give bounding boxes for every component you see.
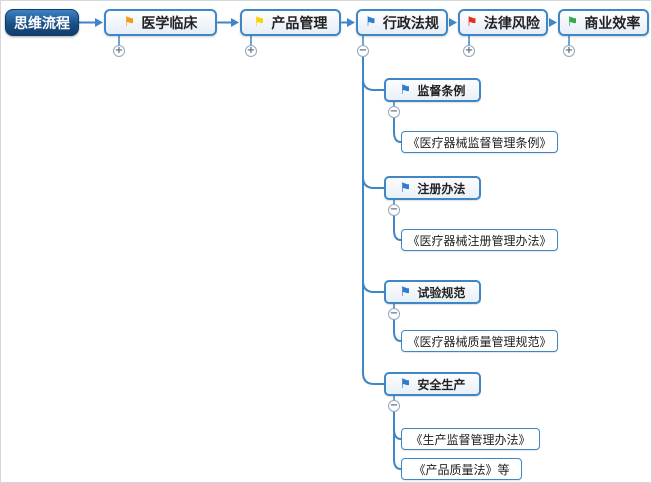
expander-supervision-regulations[interactable]: − [388, 106, 400, 118]
doc-label: 《产品质量法》等 [413, 462, 510, 477]
flag-icon: ⚑ [399, 180, 412, 196]
doc-node-quality-management[interactable]: 《医疗器械质量管理规范》 [401, 330, 558, 352]
doc-label: 《医疗器械注册管理办法》 [407, 233, 552, 248]
branch-label: 商业效率 [584, 15, 641, 32]
flag-icon: ⚑ [399, 82, 412, 98]
expander-administrative-regulations[interactable]: − [357, 45, 369, 57]
expander-trial-standards[interactable]: − [388, 308, 400, 320]
flag-icon: ⚑ [466, 15, 478, 30]
branch-label: 医学临床 [141, 15, 198, 32]
branch-label: 法律风险 [483, 15, 540, 32]
root-node[interactable]: 思维流程 [5, 9, 79, 36]
expander-medical-clinical[interactable]: + [113, 45, 125, 57]
flag-icon: ⚑ [365, 15, 377, 30]
branch-label: 行政法规 [382, 15, 439, 32]
flag-icon: ⚑ [399, 376, 412, 392]
branch-node-medical-clinical[interactable]: ⚑ 医学临床 [104, 9, 217, 36]
flag-icon: ⚑ [123, 15, 136, 30]
branch-node-product-management[interactable]: ⚑ 产品管理 [240, 9, 341, 36]
doc-node-registration-measures[interactable]: 《医疗器械注册管理办法》 [401, 229, 558, 251]
expander-business-efficiency[interactable]: + [563, 45, 575, 57]
flag-icon: ⚑ [253, 15, 266, 30]
flag-icon: ⚑ [399, 284, 412, 300]
expander-product-management[interactable]: + [245, 45, 257, 57]
doc-node-supervision-ordinance[interactable]: 《医疗器械监督管理条例》 [401, 131, 558, 153]
doc-label: 《生产监督管理办法》 [410, 432, 531, 447]
sub-label: 试验规范 [417, 285, 466, 300]
sub-node-supervision-regulations[interactable]: ⚑ 监督条例 [384, 78, 481, 102]
doc-label: 《医疗器械质量管理规范》 [407, 334, 552, 349]
sub-node-trial-standards[interactable]: ⚑ 试验规范 [384, 280, 481, 304]
sub-label: 注册办法 [417, 181, 466, 196]
sub-label: 监督条例 [417, 83, 466, 98]
flag-icon: ⚑ [566, 15, 579, 30]
branch-label: 产品管理 [271, 15, 328, 32]
doc-node-production-supervision[interactable]: 《生产监督管理办法》 [401, 428, 540, 450]
sub-node-registration-measures[interactable]: ⚑ 注册办法 [384, 176, 481, 200]
branch-node-legal-risk[interactable]: ⚑ 法律风险 [458, 9, 548, 36]
root-label: 思维流程 [14, 15, 70, 32]
expander-production-safety[interactable]: − [388, 400, 400, 412]
sub-label: 安全生产 [417, 377, 466, 392]
doc-label: 《医疗器械监督管理条例》 [407, 135, 552, 150]
expander-registration-measures[interactable]: − [388, 204, 400, 216]
branch-node-administrative-regulations[interactable]: ⚑ 行政法规 [356, 9, 448, 36]
branch-node-business-efficiency[interactable]: ⚑ 商业效率 [558, 9, 649, 36]
expander-legal-risk[interactable]: + [463, 45, 475, 57]
doc-node-product-quality-law[interactable]: 《产品质量法》等 [401, 458, 522, 480]
sub-node-production-safety[interactable]: ⚑ 安全生产 [384, 372, 481, 396]
